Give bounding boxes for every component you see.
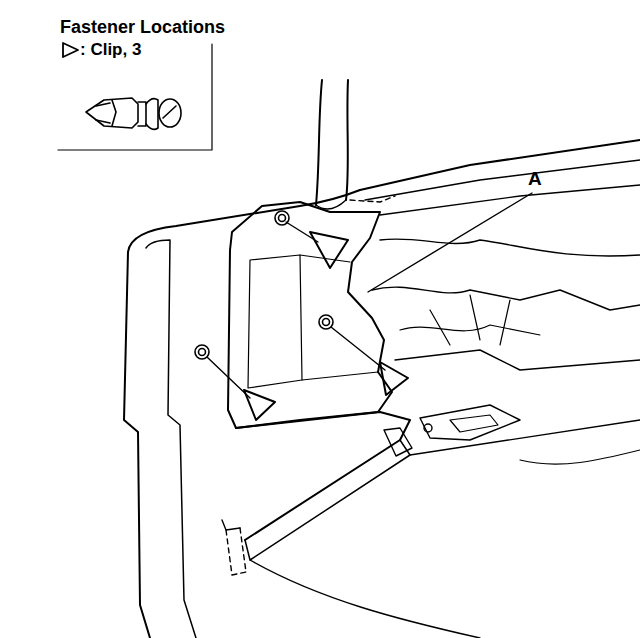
body-outline [365,160,640,200]
strap [346,80,348,200]
legend-text: : Clip, 3 [80,40,141,60]
pillar-outline [124,252,150,638]
legend-frame [58,44,212,150]
leader-line [368,193,532,292]
clip-pointer [380,362,408,395]
hidden-line [350,196,395,202]
body-outline [380,185,640,215]
floor-line [520,450,640,464]
clip-symbol [63,43,78,57]
latch-plate [420,405,520,440]
interior-detail [400,325,540,335]
strap [316,80,322,205]
interior-detail [395,350,640,370]
interior-detail [430,295,510,345]
interior-detail [372,287,640,310]
part-letter: A [528,168,542,190]
clip-pointer [244,390,275,420]
clip-pointer [310,232,348,268]
floor-line [250,560,480,638]
hidden-line [226,528,246,575]
interior-detail [380,239,640,256]
sill [245,440,410,560]
clip-icon [86,98,181,129]
trim-panel [228,202,392,428]
bracket [384,428,412,456]
heading: Fastener Locations [60,17,225,38]
panel-recess [248,255,302,388]
pillar-outline [146,240,196,638]
strap [316,200,346,209]
panel-recess [300,255,378,380]
floor-line [410,420,640,455]
